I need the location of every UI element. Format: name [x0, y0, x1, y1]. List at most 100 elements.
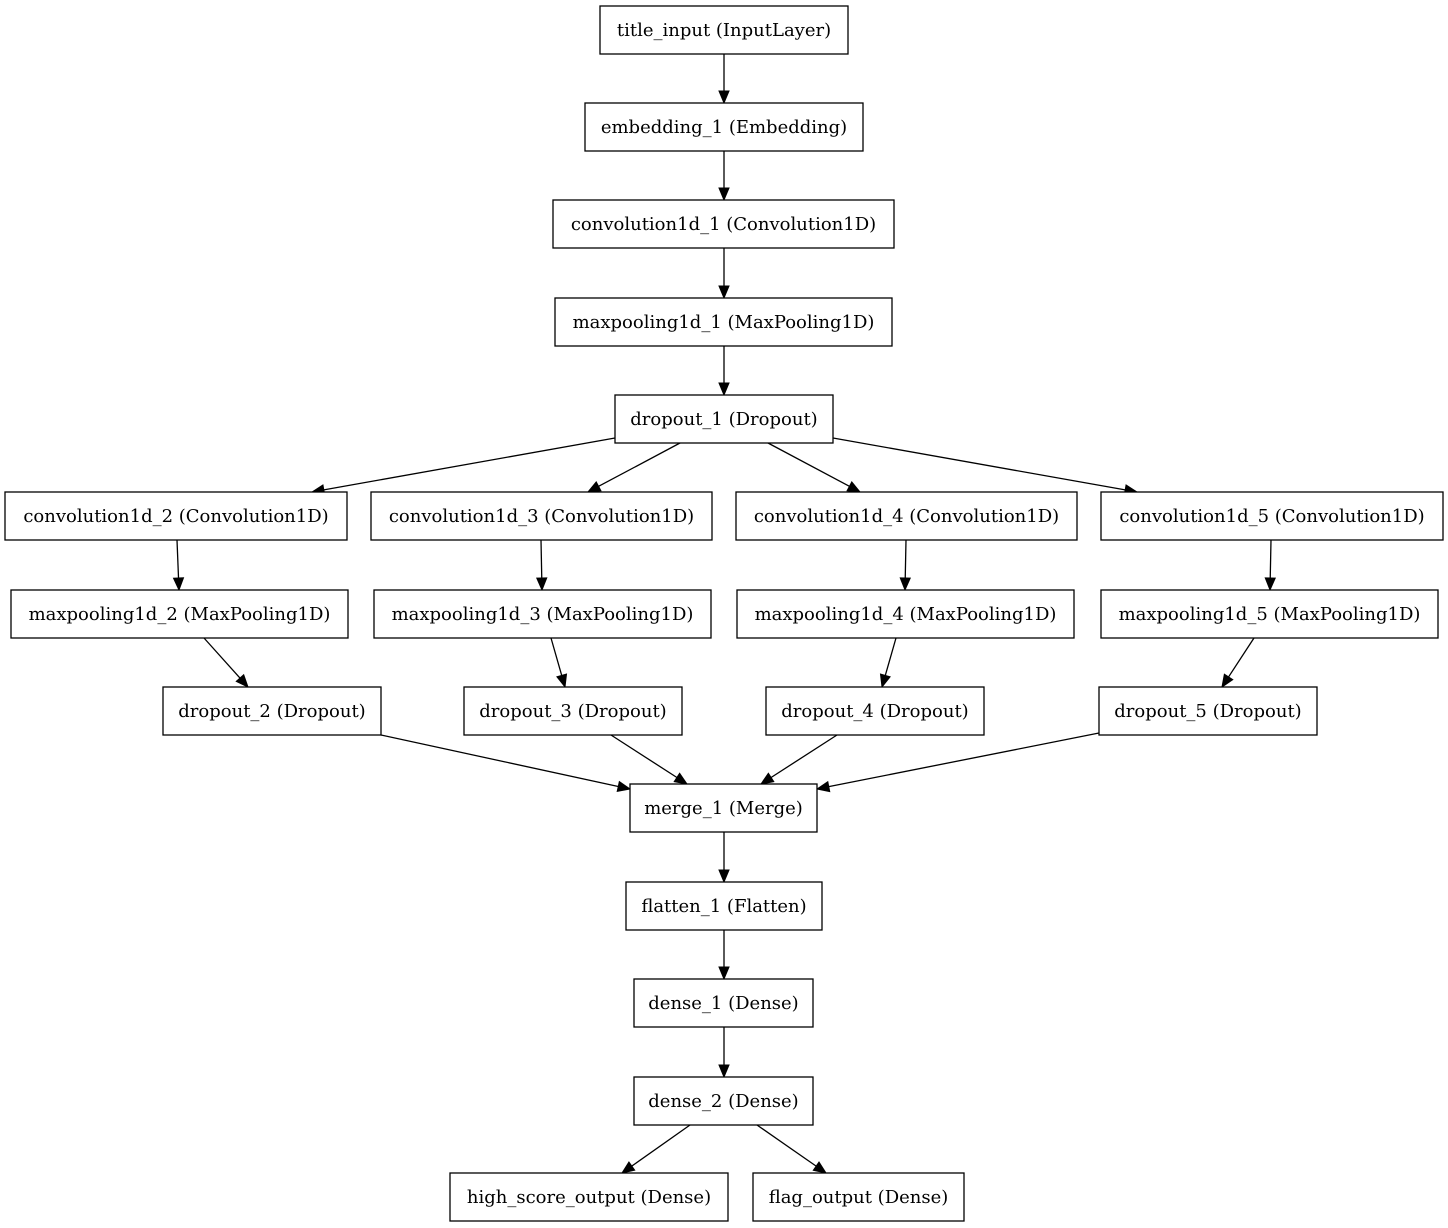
node-dense_1: dense_1 (Dense) [633, 978, 814, 1028]
arrowhead-icon [620, 1161, 636, 1174]
node-convolution1d_5: convolution1d_5 (Convolution1D) [1100, 491, 1444, 541]
arrowhead-icon [172, 577, 185, 592]
nodes-layer: title_input (InputLayer) embedding_1 (Emb… [4, 5, 1444, 1222]
arrowhead-icon [673, 772, 689, 785]
node-dropout_3: dropout_3 (Dropout) [463, 686, 683, 736]
edge-line [770, 734, 838, 779]
arrowhead-icon [846, 481, 862, 493]
node-box [10, 589, 349, 639]
node-convolution1d_3: convolution1d_3 (Convolution1D) [370, 491, 713, 541]
node-label: dense_2 (Dense) [648, 1091, 798, 1112]
node-label: embedding_1 (Embedding) [601, 117, 847, 138]
arrowhead-icon [235, 673, 249, 688]
node-box [765, 686, 985, 736]
node-label: flag_output (Dense) [769, 1187, 949, 1208]
edge-line [828, 732, 1100, 788]
node-box [552, 199, 895, 249]
arrowhead-icon [718, 1064, 730, 1079]
edge-line [610, 734, 678, 779]
node-label: dropout_1 (Dropout) [630, 409, 817, 430]
node-convolution1d_4: convolution1d_4 (Convolution1D) [735, 491, 1078, 541]
edge-dropout_1-to-convolution1d_2 [310, 437, 616, 496]
node-box [629, 783, 818, 833]
edge-line [380, 734, 619, 788]
edge-line [756, 1124, 817, 1167]
node-label: high_score_output (Dense) [467, 1187, 711, 1208]
arrowhead-icon [718, 966, 730, 981]
node-maxpooling1d_3: maxpooling1d_3 (MaxPooling1D) [373, 589, 712, 639]
node-merge_1: merge_1 (Merge) [629, 783, 818, 833]
edge-dense_2-to-flag_output [756, 1124, 828, 1174]
edge-maxpooling1d_2-to-dropout_2 [203, 637, 249, 688]
edge-maxpooling1d_3-to-dropout_3 [550, 637, 568, 689]
node-box [463, 686, 683, 736]
edge-dropout_5-to-merge_1 [815, 732, 1100, 793]
node-label: convolution1d_4 (Convolution1D) [754, 506, 1059, 527]
edge-dropout_1-to-convolution1d_3 [586, 442, 681, 493]
node-maxpooling1d_1: maxpooling1d_1 (MaxPooling1D) [554, 297, 893, 347]
edge-line [598, 442, 681, 487]
edge-convolution1d_5-to-maxpooling1d_5 [1264, 539, 1276, 592]
edge-convolution1d_2-to-maxpooling1d_2 [172, 539, 185, 592]
node-label: maxpooling1d_1 (MaxPooling1D) [573, 312, 875, 333]
node-label: dense_1 (Dense) [648, 993, 798, 1014]
node-box [633, 1076, 814, 1126]
edge-merge_1-to-flatten_1 [718, 832, 730, 884]
edge-line [176, 539, 180, 579]
node-box [4, 491, 348, 541]
node-box [449, 1172, 729, 1222]
node-maxpooling1d_2: maxpooling1d_2 (MaxPooling1D) [10, 589, 349, 639]
node-label: dropout_3 (Dropout) [479, 701, 666, 722]
node-embedding_1: embedding_1 (Embedding) [584, 102, 864, 152]
node-box [736, 589, 1075, 639]
edge-line [904, 539, 907, 579]
edge-line [767, 442, 850, 487]
node-box [752, 1172, 965, 1222]
node-label: flatten_1 (Flatten) [641, 896, 806, 917]
node-maxpooling1d_5: maxpooling1d_5 (MaxPooling1D) [1100, 589, 1439, 639]
node-label: maxpooling1d_4 (MaxPooling1D) [755, 604, 1057, 625]
edge-maxpooling1d_4-to-dropout_4 [879, 637, 897, 689]
arrowhead-icon [718, 285, 730, 300]
edge-dropout_1-to-convolution1d_5 [832, 437, 1139, 496]
node-title_input: title_input (InputLayer) [599, 5, 849, 55]
arrowhead-icon [718, 90, 730, 105]
edge-dropout_3-to-merge_1 [610, 734, 689, 785]
edge-convolution1d_3-to-maxpooling1d_3 [536, 539, 548, 592]
edge-line [1228, 637, 1255, 678]
node-dropout_2: dropout_2 (Dropout) [162, 686, 382, 736]
node-box [162, 686, 382, 736]
arrowhead-icon [1264, 577, 1276, 592]
edge-line [631, 1124, 691, 1167]
edge-flatten_1-to-dense_1 [718, 930, 730, 981]
edge-dropout_2-to-merge_1 [380, 734, 632, 792]
node-box [735, 491, 1078, 541]
arrowhead-icon [718, 382, 730, 397]
arrowhead-icon [556, 673, 568, 689]
edge-convolution1d_4-to-maxpooling1d_4 [899, 539, 911, 592]
edge-convolution1d_1-to-maxpooling1d_1 [718, 248, 730, 300]
arrowhead-icon [879, 673, 891, 689]
node-box [633, 978, 814, 1028]
node-flatten_1: flatten_1 (Flatten) [625, 881, 823, 931]
edge-embedding_1-to-convolution1d_1 [718, 151, 730, 202]
node-convolution1d_1: convolution1d_1 (Convolution1D) [552, 199, 895, 249]
node-maxpooling1d_4: maxpooling1d_4 (MaxPooling1D) [736, 589, 1075, 639]
node-box [1100, 491, 1444, 541]
edge-line [884, 637, 897, 676]
node-dropout_4: dropout_4 (Dropout) [765, 686, 985, 736]
node-label: dropout_2 (Dropout) [178, 701, 365, 722]
edge-maxpooling1d_5-to-dropout_5 [1221, 637, 1255, 689]
arrowhead-icon [899, 577, 911, 592]
node-label: convolution1d_3 (Convolution1D) [389, 506, 694, 527]
node-label: maxpooling1d_3 (MaxPooling1D) [392, 604, 694, 625]
edge-dropout_4-to-merge_1 [759, 734, 838, 785]
edge-line [1269, 539, 1272, 579]
node-label: merge_1 (Merge) [644, 798, 803, 819]
arrowhead-icon [536, 577, 548, 592]
node-box [584, 102, 864, 152]
edge-dropout_1-to-convolution1d_4 [767, 442, 862, 493]
node-box [599, 5, 849, 55]
node-box [373, 589, 712, 639]
